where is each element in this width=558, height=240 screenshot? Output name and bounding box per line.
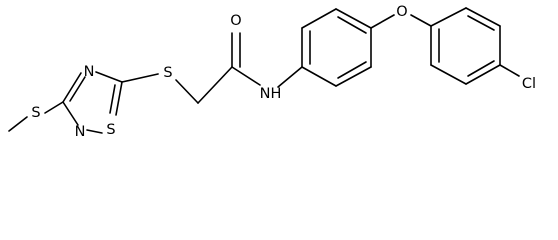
- bond-methyl-s: [8, 116, 28, 132]
- chemical-structure-diagram: O O S N N H S N S Cl: [8, 4, 536, 140]
- bond-ring2-double-2: [467, 15, 495, 31]
- atom-s-ring: S: [106, 122, 115, 138]
- bond-n4-c5: [95, 71, 123, 83]
- bond-ring2-d: [465, 64, 501, 85]
- bond-ring1-double-2: [337, 61, 367, 79]
- bond-ring1-a: [301, 66, 337, 87]
- bond-c5-s-chain: [121, 73, 159, 83]
- bond-ring2-e: [430, 64, 467, 85]
- bond-ring1-b: [335, 66, 372, 87]
- bond-s-chain-ch2: [175, 79, 199, 104]
- bond-ring2-b: [465, 7, 501, 27]
- atom-o-ether: O: [396, 4, 407, 20]
- bond-c3-n4: [62, 72, 82, 103]
- atom-o-carbonyl: O: [230, 13, 241, 29]
- bond-ring1-double-3: [337, 16, 367, 34]
- bond-s1-n2: [86, 129, 103, 134]
- bond-c5-s1-double: [109, 84, 116, 114]
- bond-ring2-a: [430, 7, 467, 27]
- bond-s-c3: [44, 101, 64, 114]
- bond-c3-n4-double: [69, 76, 86, 102]
- bond-c5-s1: [115, 81, 123, 116]
- atom-n-ring-bottom: N: [75, 124, 86, 140]
- bond-aryl1-o: [370, 14, 395, 29]
- bond-aryl2-cl: [499, 64, 520, 77]
- bond-o-aryl2: [410, 14, 432, 27]
- bond-n2-c3: [62, 101, 79, 126]
- atom-nh-h: H: [271, 86, 282, 102]
- atom-labels: O O S N N H S N S Cl: [31, 4, 536, 140]
- bond-ring1-d: [335, 8, 372, 29]
- bond-n-aryl1: [277, 66, 303, 88]
- bond-ring2-double-3: [467, 60, 495, 77]
- bond-ring1-e: [301, 8, 337, 29]
- atom-nh-n: N: [260, 86, 271, 102]
- bond-carbonyl-n: [231, 66, 261, 86]
- atom-cl: Cl: [522, 76, 536, 92]
- bonds: [8, 7, 520, 134]
- atom-s-chain: S: [163, 65, 172, 81]
- bond-ch2-carbonyl: [197, 66, 233, 104]
- atom-s-methyl: S: [31, 105, 40, 121]
- atom-n-ring-top: N: [84, 64, 95, 80]
